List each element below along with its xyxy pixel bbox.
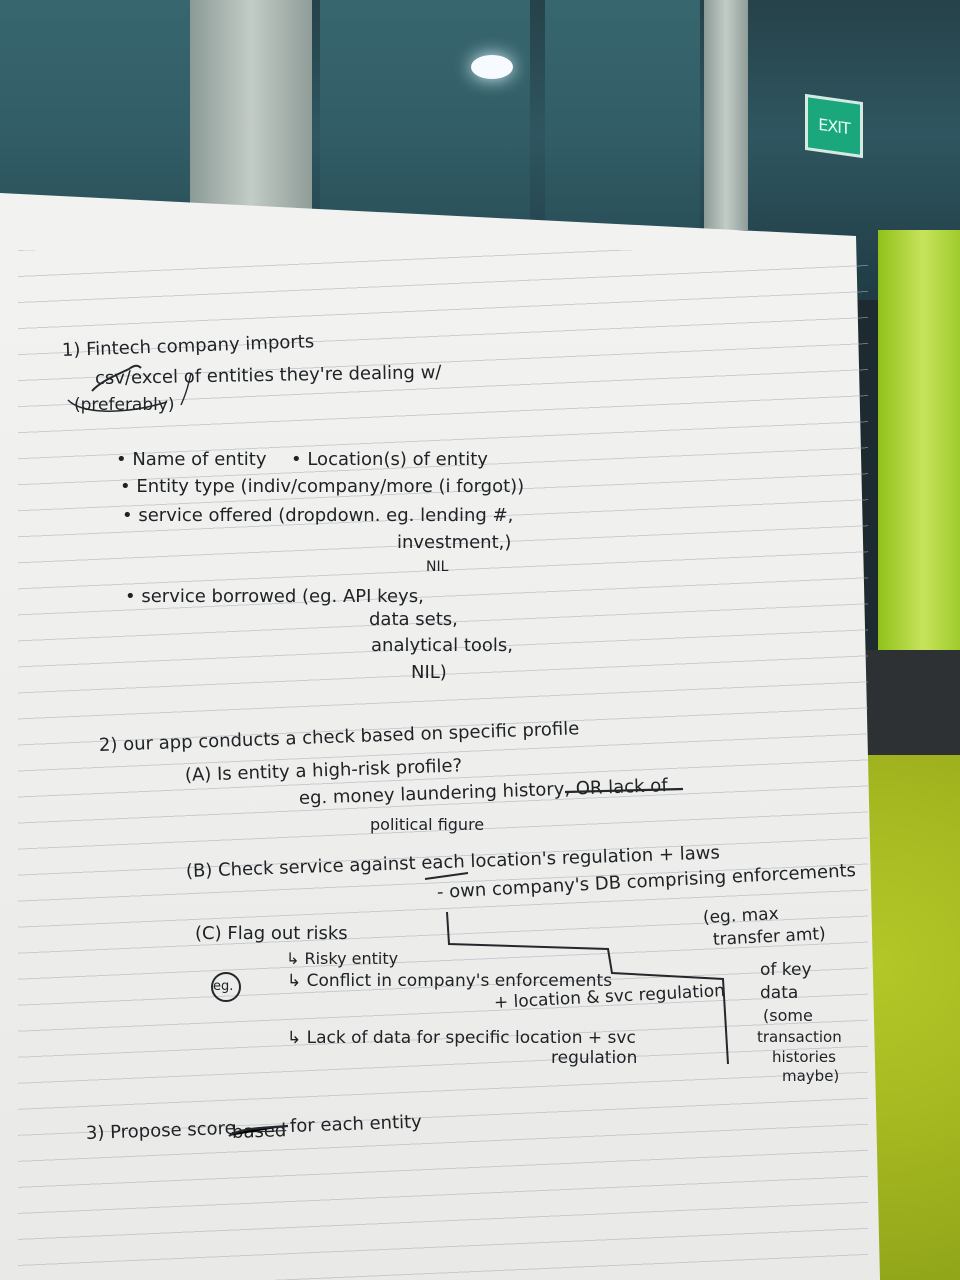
section2-c-line: (C) Flag out risks [195, 923, 348, 944]
section1-bullet5-cont3: NIL) [411, 662, 447, 683]
section1-bullet5: • service borrowed (eg. API keys, [125, 586, 424, 607]
section2-side4: transaction [757, 1028, 842, 1046]
green-wall [878, 230, 960, 690]
section1-bullet5-cont2: analytical tools, [371, 635, 514, 656]
section2-c-item4: ↳ Lack of data for specific location + s… [287, 1028, 636, 1048]
section3-line1-struck: based [231, 1120, 287, 1143]
section1-bullet4: • service offered (dropdown. eg. lending… [122, 505, 514, 526]
exit-sign: EXIT [805, 93, 863, 159]
section1-bullet3: • Entity type (indiv/company/more (i for… [120, 476, 525, 497]
section2-c-item5: regulation [551, 1048, 638, 1068]
section1-bullet4-cont1: investment,) [397, 532, 512, 553]
pillar-left [190, 0, 312, 230]
section2-side6: maybe) [782, 1067, 840, 1085]
section3-line1-end: for each entity [289, 1111, 423, 1137]
section1-bullet4-cont2: NIL [426, 559, 449, 575]
window-pane-center [320, 0, 530, 240]
section3-line1: 3) Propose score [85, 1117, 236, 1144]
section2-c-item2: ↳ Conflict in company's enforcements [287, 971, 613, 991]
section2-side5: histories [772, 1048, 836, 1066]
floor-background [850, 650, 960, 770]
section1-bullet1: • Name of entity [116, 449, 267, 470]
section2-side1: of key [760, 960, 812, 980]
section1-bullet2: • Location(s) of entity [291, 449, 488, 470]
section2-c-item1: ↳ Risky entity [286, 949, 399, 968]
window-pane-right [545, 0, 700, 240]
pillar-right [704, 0, 748, 230]
section2-a-eg2: political figure [370, 815, 485, 834]
section2-side3: (some [763, 1006, 813, 1025]
eg-circle-label: eg. [213, 979, 234, 994]
section2-side2: data [760, 983, 799, 1003]
section2-b-side1: (eg. max [702, 904, 780, 928]
section1-line3: (preferably) [74, 395, 175, 415]
paper-lines [18, 250, 868, 1280]
ceiling-light [471, 55, 513, 79]
section1-bullet5-cont1: data sets, [369, 609, 458, 630]
